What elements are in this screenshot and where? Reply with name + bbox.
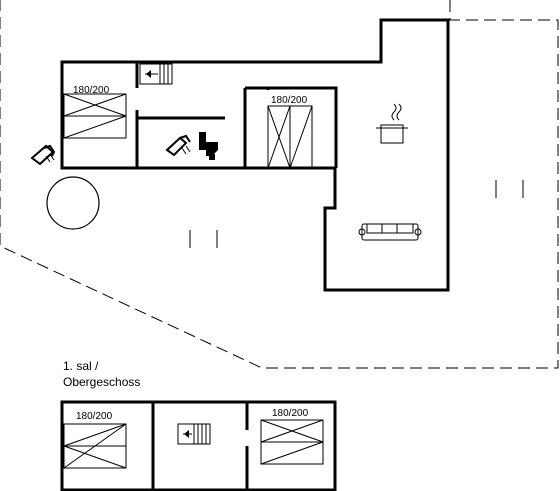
- upper-floor-outer-wall: [60, 400, 337, 491]
- upper-floor-label-line1: 1. sal /: [63, 359, 99, 373]
- bed-left-ground: [63, 93, 127, 139]
- ground-floor-outer-wall: [60, 18, 450, 292]
- bed-mid-ground-size: 180/200: [271, 95, 308, 106]
- interior-wall: [135, 62, 338, 168]
- toilet-icon: [199, 132, 218, 160]
- shower-icon: [165, 134, 191, 157]
- upper-floor-label-line2: Obergeschoss: [63, 375, 141, 389]
- bed-left-ground-size: 180/200: [73, 85, 110, 96]
- bed-right-upper: [260, 419, 324, 465]
- sofa-icon: [358, 223, 422, 241]
- cooking-pot-icon: [376, 103, 408, 144]
- stairs-icon: [139, 63, 173, 85]
- stairs-icon: [177, 423, 211, 445]
- round-table-icon: [46, 176, 100, 230]
- plot-boundary: [0, 0, 559, 369]
- bed-right-upper-size: 180/200: [272, 408, 309, 419]
- bed-left-upper: [63, 423, 127, 469]
- shower-icon: [30, 144, 56, 166]
- door-icon: [189, 180, 524, 248]
- interior-wall: [151, 402, 249, 490]
- upper-floor-label: 1. sal / Obergeschoss: [63, 358, 140, 390]
- bed-left-upper-size: 180/200: [76, 411, 113, 422]
- bed-mid-ground: [267, 105, 313, 169]
